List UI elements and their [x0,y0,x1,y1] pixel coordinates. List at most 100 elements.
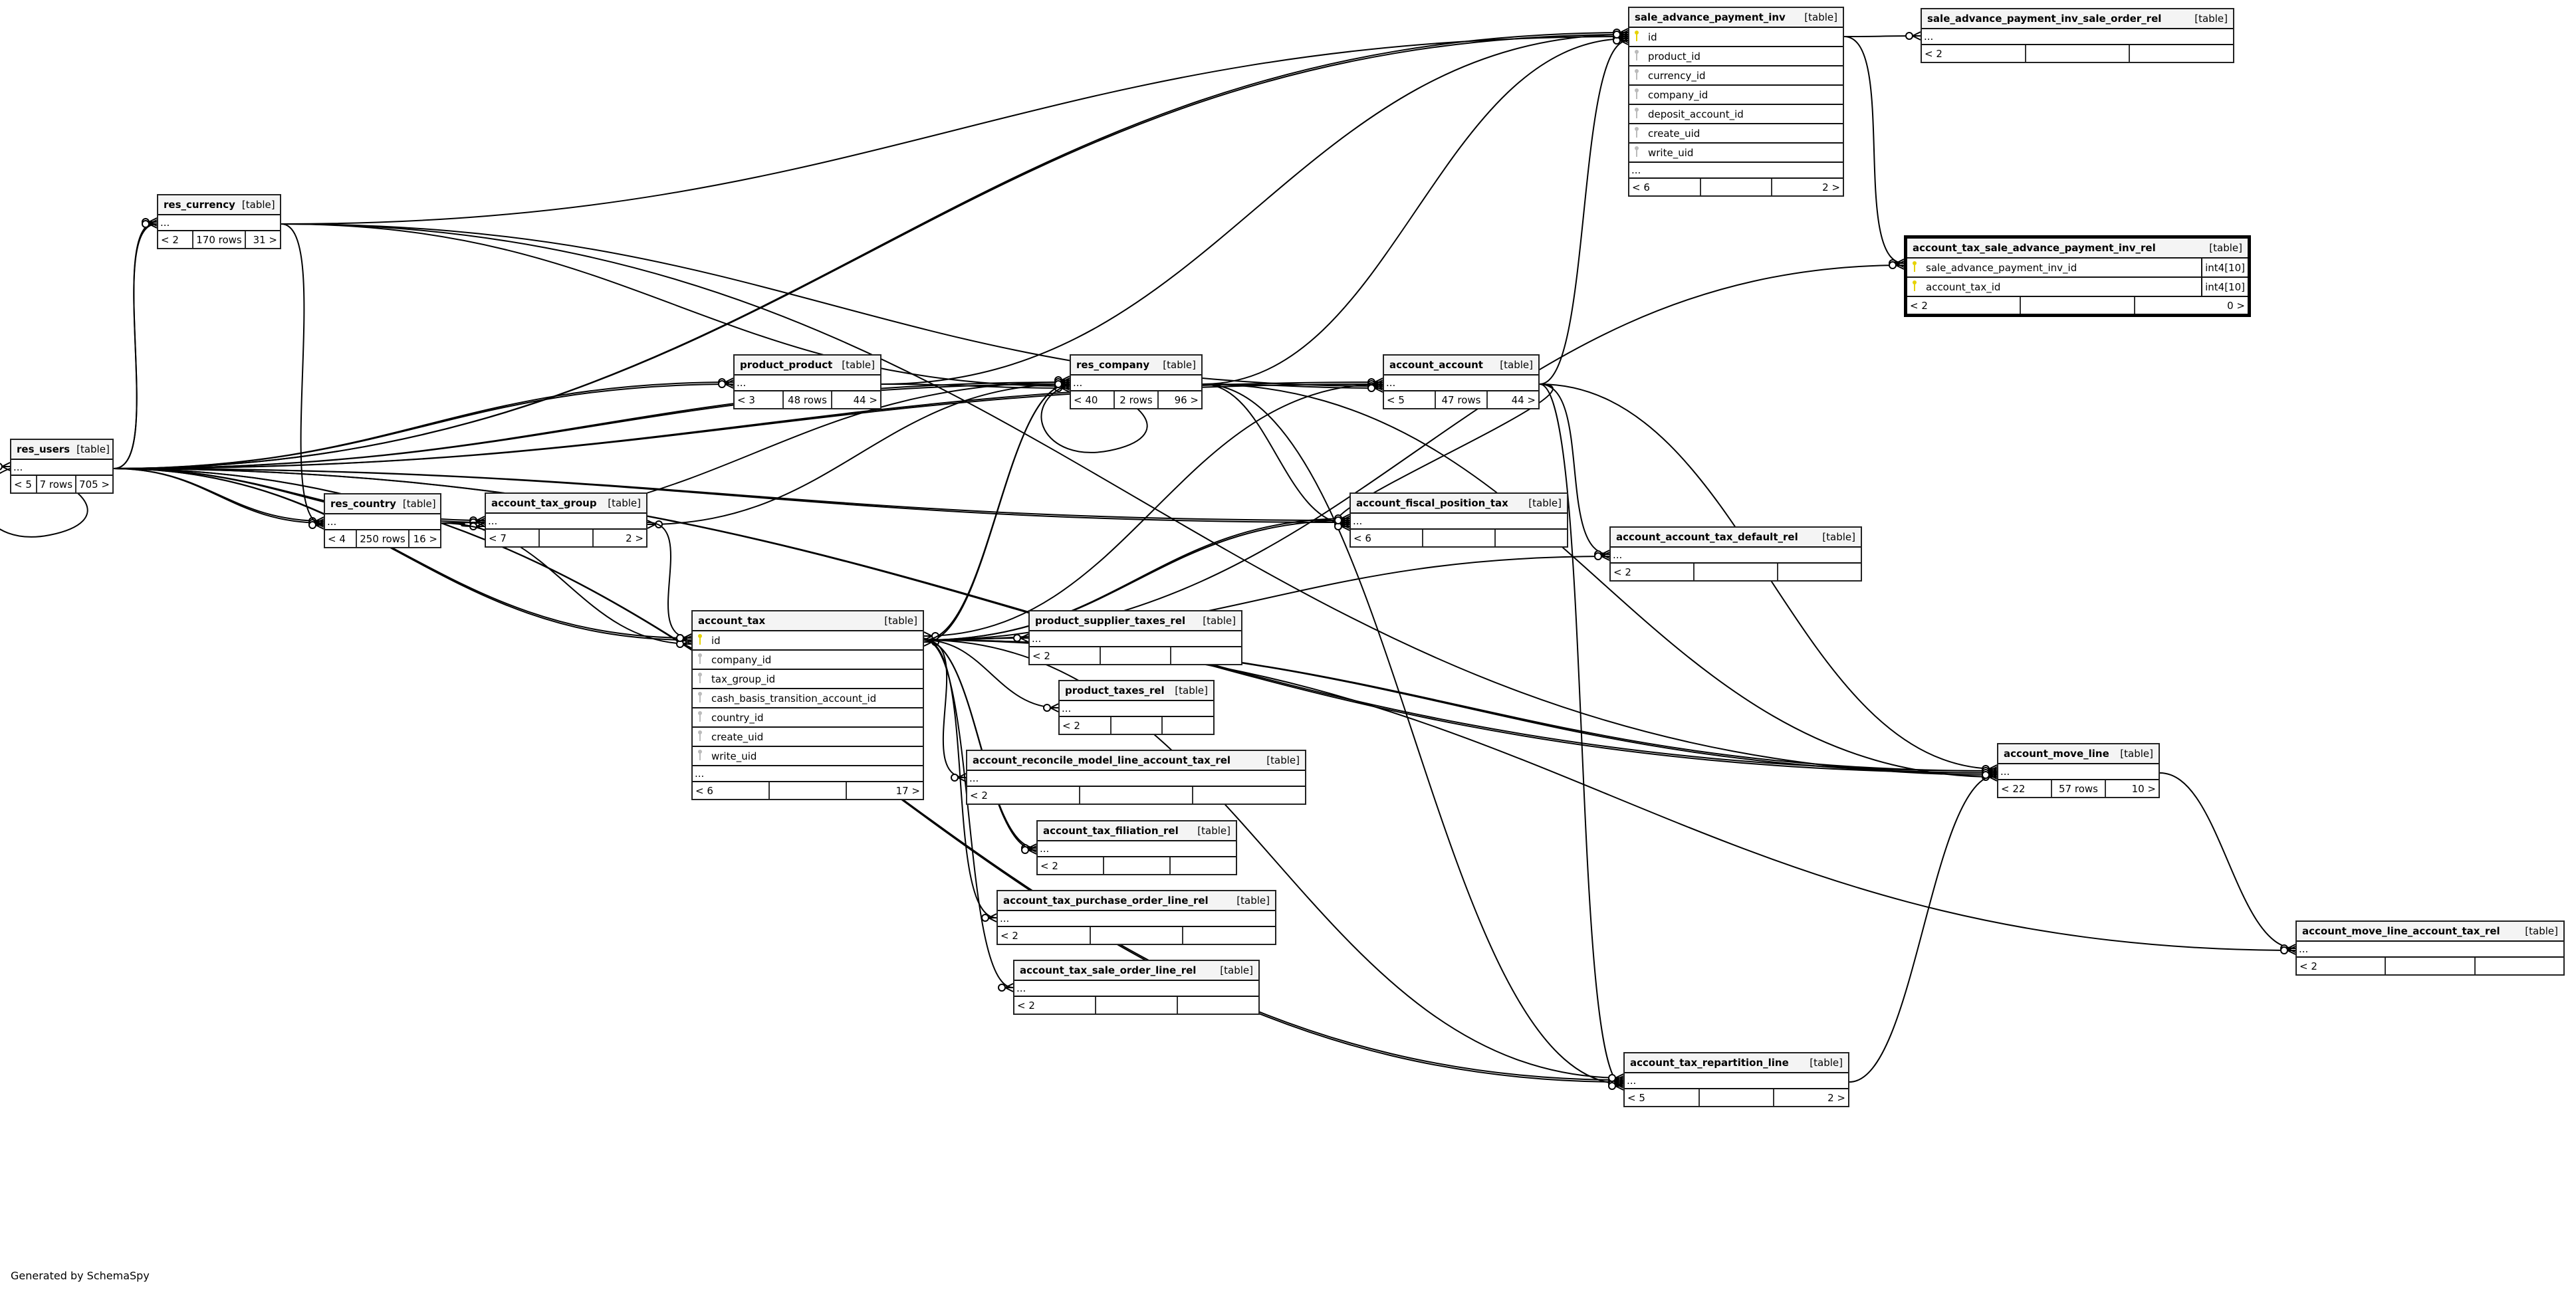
column-row[interactable]: tax_group_id [693,670,923,689]
children-count-link[interactable]: 17 > [895,784,920,797]
children-count-link[interactable] [1193,787,1305,804]
table-account-tax-sale-advance-payment-inv-rel[interactable]: account_tax_sale_advance_payment_inv_rel… [1904,235,2251,317]
table-header[interactable]: account_account_tax_default_rel[table] [1611,528,1861,548]
table-header[interactable]: account_reconcile_model_line_account_tax… [967,751,1305,771]
table-account-move-line-account-tax-rel[interactable]: account_move_line_account_tax_rel[table]… [2295,920,2565,976]
parents-count-link[interactable]: < 2 [1014,997,1096,1014]
more-columns-ellipsis[interactable]: ... [1060,701,1213,717]
parents-count-link[interactable]: < 2 [1907,297,2022,314]
children-count-link[interactable]: 44 > [853,393,878,406]
table-name[interactable]: account_tax_purchase_order_line_rel [1003,895,1209,907]
more-columns-ellipsis[interactable]: ... [158,215,280,231]
table-account-account-tax-default-rel[interactable]: account_account_tax_default_rel[table]..… [1609,526,1862,582]
table-name[interactable]: account_move_line_account_tax_rel [2302,925,2500,937]
parents-count-link[interactable]: < 5 [11,476,37,492]
table-header[interactable]: account_account[table] [1384,356,1538,376]
children-count-link[interactable] [1171,857,1236,874]
parents-count-link[interactable]: < 22 [1998,780,2052,797]
more-columns-ellipsis[interactable]: ... [1998,764,2159,780]
more-columns-ellipsis[interactable]: ... [998,911,1275,927]
table-name[interactable]: sale_advance_payment_inv_sale_order_rel [1927,13,2162,25]
table-name[interactable]: account_move_line [2004,748,2109,760]
table-account-tax-purchase-order-line-rel[interactable]: account_tax_purchase_order_line_rel[tabl… [996,890,1276,945]
table-header[interactable]: sale_advance_payment_inv_sale_order_rel[… [1922,9,2233,29]
table-name[interactable]: account_tax_group [491,497,597,509]
column-row[interactable]: country_id [693,708,923,728]
column-row[interactable]: deposit_account_id [1629,105,1843,124]
table-account-tax-repartition-line[interactable]: account_tax_repartition_line[table]...< … [1623,1052,1849,1107]
column-row[interactable]: cash_basis_transition_account_id [693,689,923,708]
table-header[interactable]: account_tax_sale_order_line_rel[table] [1014,961,1258,981]
column-row[interactable]: currency_id [1629,66,1843,86]
table-header[interactable]: res_users[table] [11,440,112,460]
table-name[interactable]: account_tax_repartition_line [1630,1057,1789,1069]
children-count-link[interactable] [1496,530,1567,546]
table-name[interactable]: account_fiscal_position_tax [1356,497,1508,509]
more-columns-ellipsis[interactable]: ... [2297,942,2563,958]
table-name[interactable]: res_currency [164,199,235,211]
more-columns-ellipsis[interactable]: ... [1629,163,1843,179]
column-row[interactable]: product_id [1629,47,1843,66]
table-account-fiscal-position-tax[interactable]: account_fiscal_position_tax[table]...< 6 [1349,492,1568,548]
table-product-supplier-taxes-rel[interactable]: product_supplier_taxes_rel[table]...< 2 [1028,610,1242,665]
table-name[interactable]: product_taxes_rel [1065,685,1165,697]
table-account-tax-filiation-rel[interactable]: account_tax_filiation_rel[table]...< 2 [1036,820,1237,875]
more-columns-ellipsis[interactable]: ... [1030,631,1241,647]
parents-count-link[interactable]: < 2 [1611,564,1695,580]
column-row[interactable]: id [1629,28,1843,47]
table-product-taxes-rel[interactable]: product_taxes_rel[table]...< 2 [1058,680,1215,735]
parents-count-link[interactable]: < 2 [158,231,194,248]
table-header[interactable]: res_currency[table] [158,195,280,215]
table-name[interactable]: sale_advance_payment_inv [1635,11,1786,23]
parents-count-link[interactable]: < 2 [1038,857,1104,874]
children-count-link[interactable] [1171,647,1241,664]
table-name[interactable]: product_supplier_taxes_rel [1035,615,1186,627]
more-columns-ellipsis[interactable]: ... [1922,29,2233,45]
more-columns-ellipsis[interactable]: ... [1625,1073,1848,1089]
more-columns-ellipsis[interactable]: ... [1384,376,1538,391]
table-account-reconcile-model-line-account-tax-rel[interactable]: account_reconcile_model_line_account_tax… [966,750,1306,805]
table-header[interactable]: product_taxes_rel[table] [1060,681,1213,701]
children-count-link[interactable] [2130,45,2233,62]
table-header[interactable]: account_tax_group[table] [486,494,646,514]
table-name[interactable]: account_account_tax_default_rel [1616,531,1798,543]
table-name[interactable]: product_product [740,359,833,371]
parents-count-link[interactable]: < 5 [1625,1089,1700,1106]
column-row[interactable]: company_id [693,651,923,670]
more-columns-ellipsis[interactable]: ... [325,514,440,530]
table-name[interactable]: account_reconcile_model_line_account_tax… [973,754,1231,766]
table-header[interactable]: res_company[table] [1071,356,1201,376]
table-header[interactable]: product_supplier_taxes_rel[table] [1030,611,1241,631]
more-columns-ellipsis[interactable]: ... [1351,514,1567,530]
table-header[interactable]: account_tax_purchase_order_line_rel[tabl… [998,891,1275,911]
parents-count-link[interactable]: < 2 [2297,958,2387,974]
parents-count-link[interactable]: < 4 [325,530,358,547]
column-row[interactable]: write_uid [693,747,923,766]
column-row[interactable]: create_uid [1629,124,1843,144]
table-header[interactable]: account_tax[table] [693,611,923,631]
table-name[interactable]: account_tax [698,615,766,627]
more-columns-ellipsis[interactable]: ... [1014,981,1258,997]
table-header[interactable]: account_move_line[table] [1998,744,2159,764]
parents-count-link[interactable]: < 2 [1922,45,2026,62]
children-count-link[interactable]: 31 > [253,233,277,246]
children-count-link[interactable] [1183,927,1275,944]
children-count-link[interactable]: 44 > [1511,393,1536,406]
parents-count-link[interactable]: < 2 [998,927,1091,944]
more-columns-ellipsis[interactable]: ... [1038,841,1236,857]
column-row[interactable]: write_uid [1629,144,1843,163]
more-columns-ellipsis[interactable]: ... [735,376,880,391]
parents-count-link[interactable]: < 2 [967,787,1080,804]
parents-count-link[interactable]: < 6 [693,782,770,799]
children-count-link[interactable]: 2 > [626,532,644,544]
